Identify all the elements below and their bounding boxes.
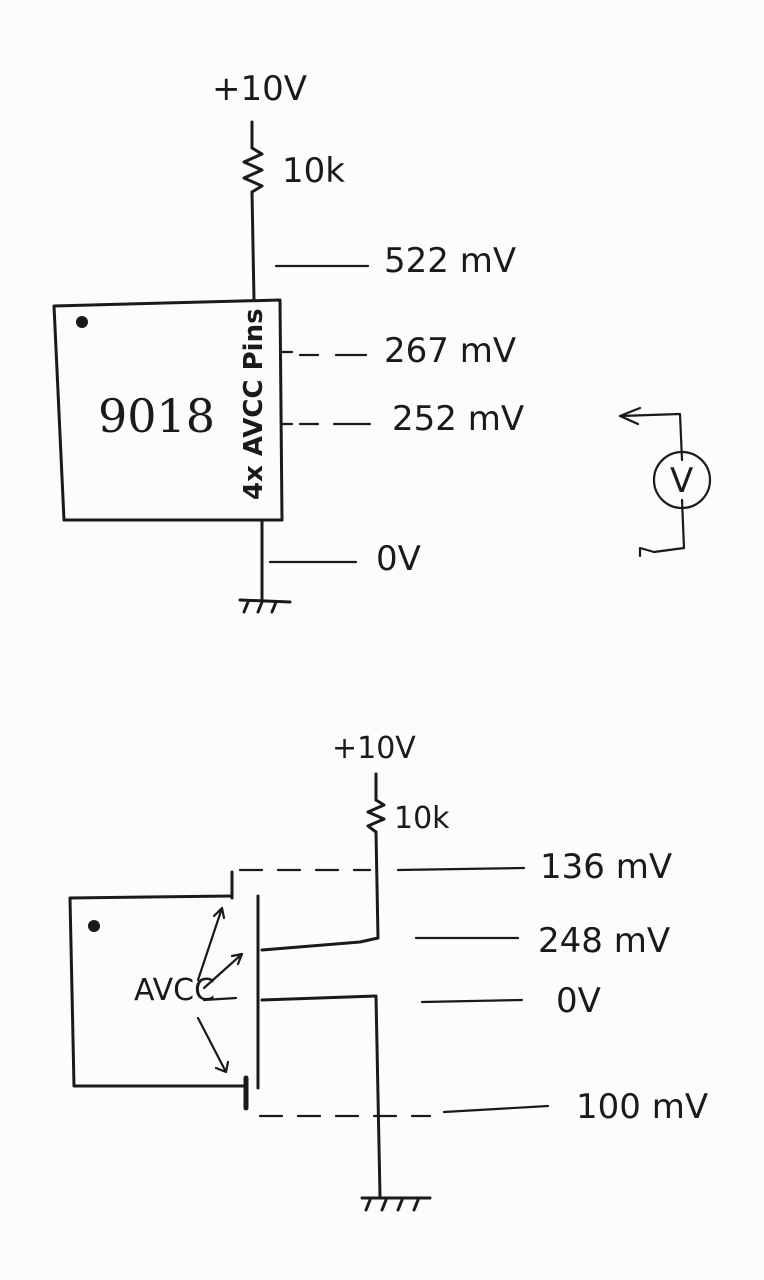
bottom-chip-pin1-dot (88, 920, 100, 932)
avcc-arrow-1 (196, 906, 226, 982)
top-ground-symbol (238, 598, 292, 614)
bottom-ground-wire (260, 994, 382, 1198)
bottom-supply-to-pin-wire (260, 830, 380, 952)
top-reading-1: 522 mV (384, 241, 516, 281)
top-circuit: +10V 10k 9018 4x AVCC Pins 522 mV 267 mV… (52, 69, 712, 614)
bottom-reading-4: 100 mV (576, 1087, 708, 1127)
bottom-pins-label: AVCC (134, 973, 215, 1008)
top-reading-3: 252 mV (392, 399, 524, 439)
bottom-resistor-label: 10k (394, 801, 450, 836)
avcc-arrow-4 (196, 1016, 230, 1074)
bottom-supply-label: +10V (332, 731, 416, 766)
top-supply-to-chip-wire (250, 190, 256, 302)
meter-label: V (670, 461, 693, 501)
meter-probe-positive (618, 406, 684, 462)
top-chip-body (52, 298, 284, 522)
bottom-reading-line-4 (442, 1104, 550, 1114)
bottom-circuit: +10V 10k AVCC 136 mV 248 mV 0V 100 mV (68, 731, 708, 1212)
top-pins-label: 4x AVCC Pins (239, 308, 269, 500)
bottom-reading-line-1 (396, 866, 526, 872)
avcc-arrow-3 (202, 996, 238, 1002)
bottom-reading-3: 0V (556, 981, 601, 1021)
voltmeter-icon (652, 450, 712, 510)
bottom-reading-line-3 (420, 998, 524, 1004)
top-chip-label: 9018 (98, 389, 215, 443)
top-resistor (242, 146, 264, 194)
top-resistor-label: 10k (282, 151, 345, 191)
top-reading-4: 0V (376, 539, 421, 579)
bottom-reading-1: 136 mV (540, 847, 672, 887)
bottom-chip-body (68, 894, 260, 1090)
bottom-ground-symbol (360, 1196, 432, 1212)
bottom-resistor (366, 798, 386, 834)
top-supply-label: +10V (212, 69, 307, 109)
meter-probe-negative (638, 498, 686, 558)
avcc-arrow-2 (202, 952, 244, 990)
top-reading-2: 267 mV (384, 331, 516, 371)
bottom-reading-2: 248 mV (538, 921, 670, 961)
top-chip-pin1-dot (76, 316, 88, 328)
